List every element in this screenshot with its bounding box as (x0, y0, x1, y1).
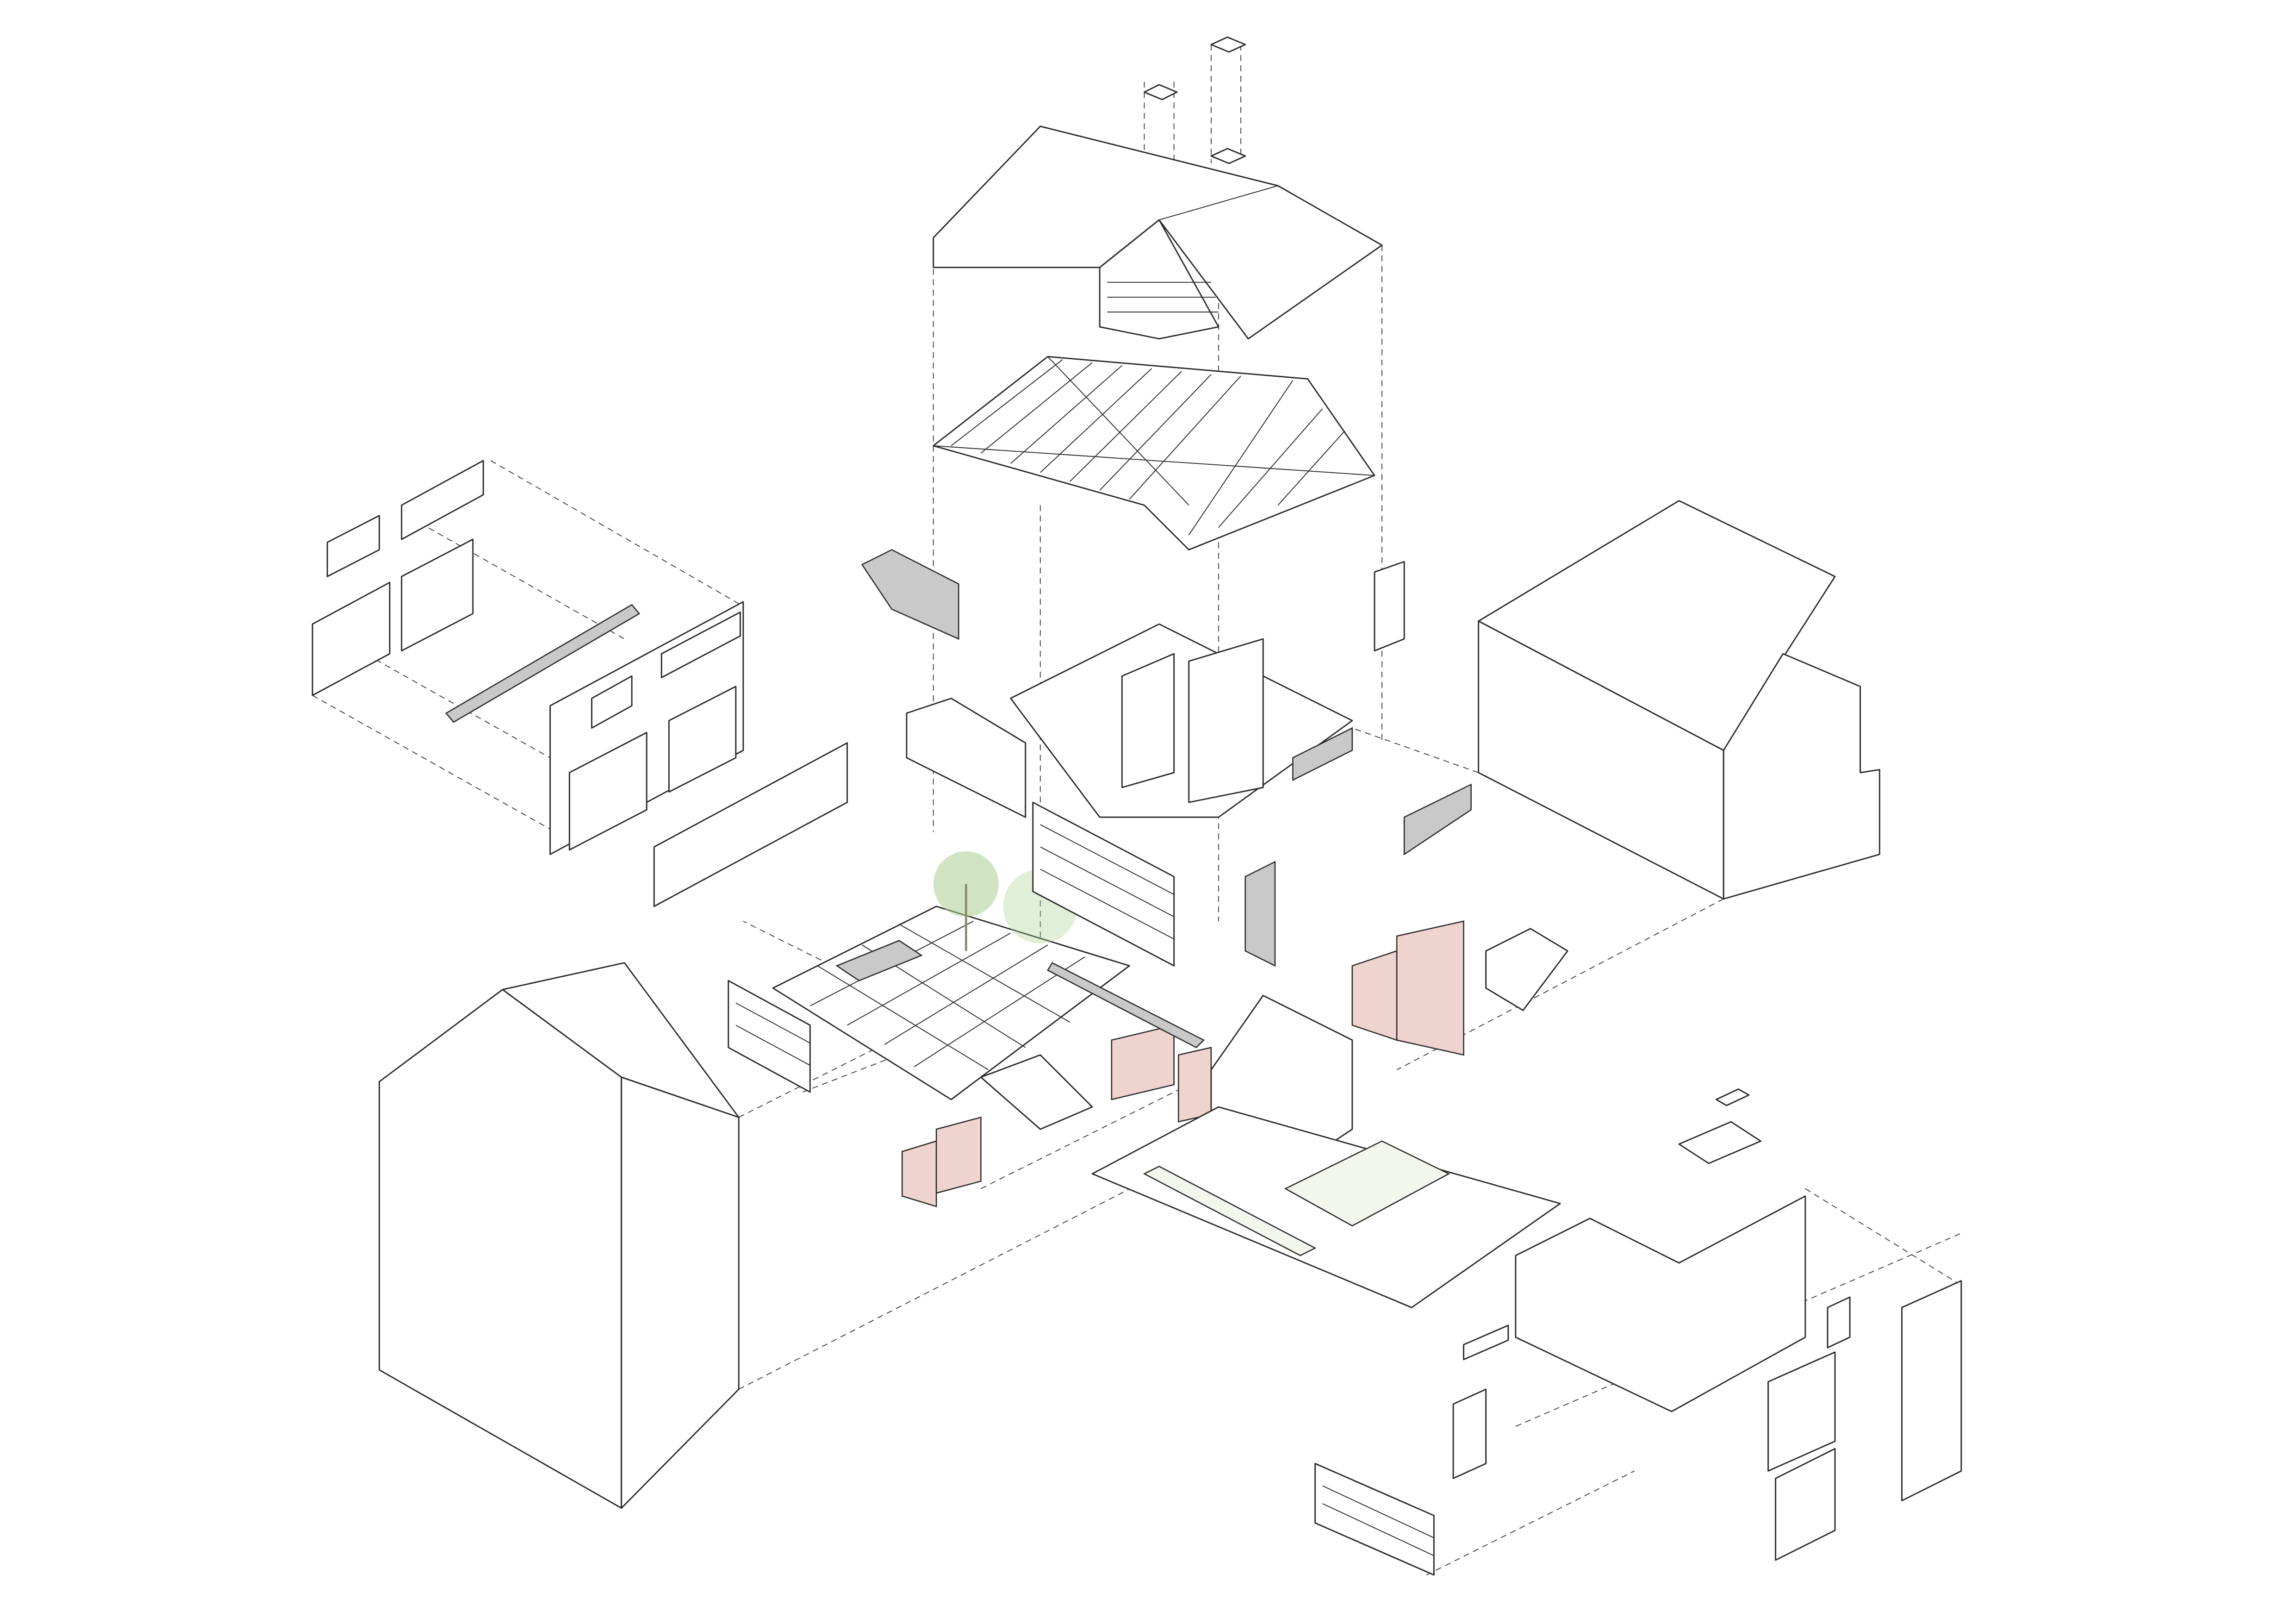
upper-floor (861, 549, 1472, 856)
slatted-screens (653, 742, 1435, 1576)
right-neighbour-house (1478, 500, 1880, 900)
loose-windows (311, 460, 484, 696)
left-neighbour-house (379, 962, 740, 1509)
rear-extension (1452, 1088, 1962, 1561)
courtyard-paving (772, 906, 1130, 1100)
roof-truss-frame (933, 356, 1375, 550)
rear-garden (1091, 1106, 1561, 1308)
main-roof (933, 125, 1383, 340)
left-facade-wall (445, 601, 744, 855)
